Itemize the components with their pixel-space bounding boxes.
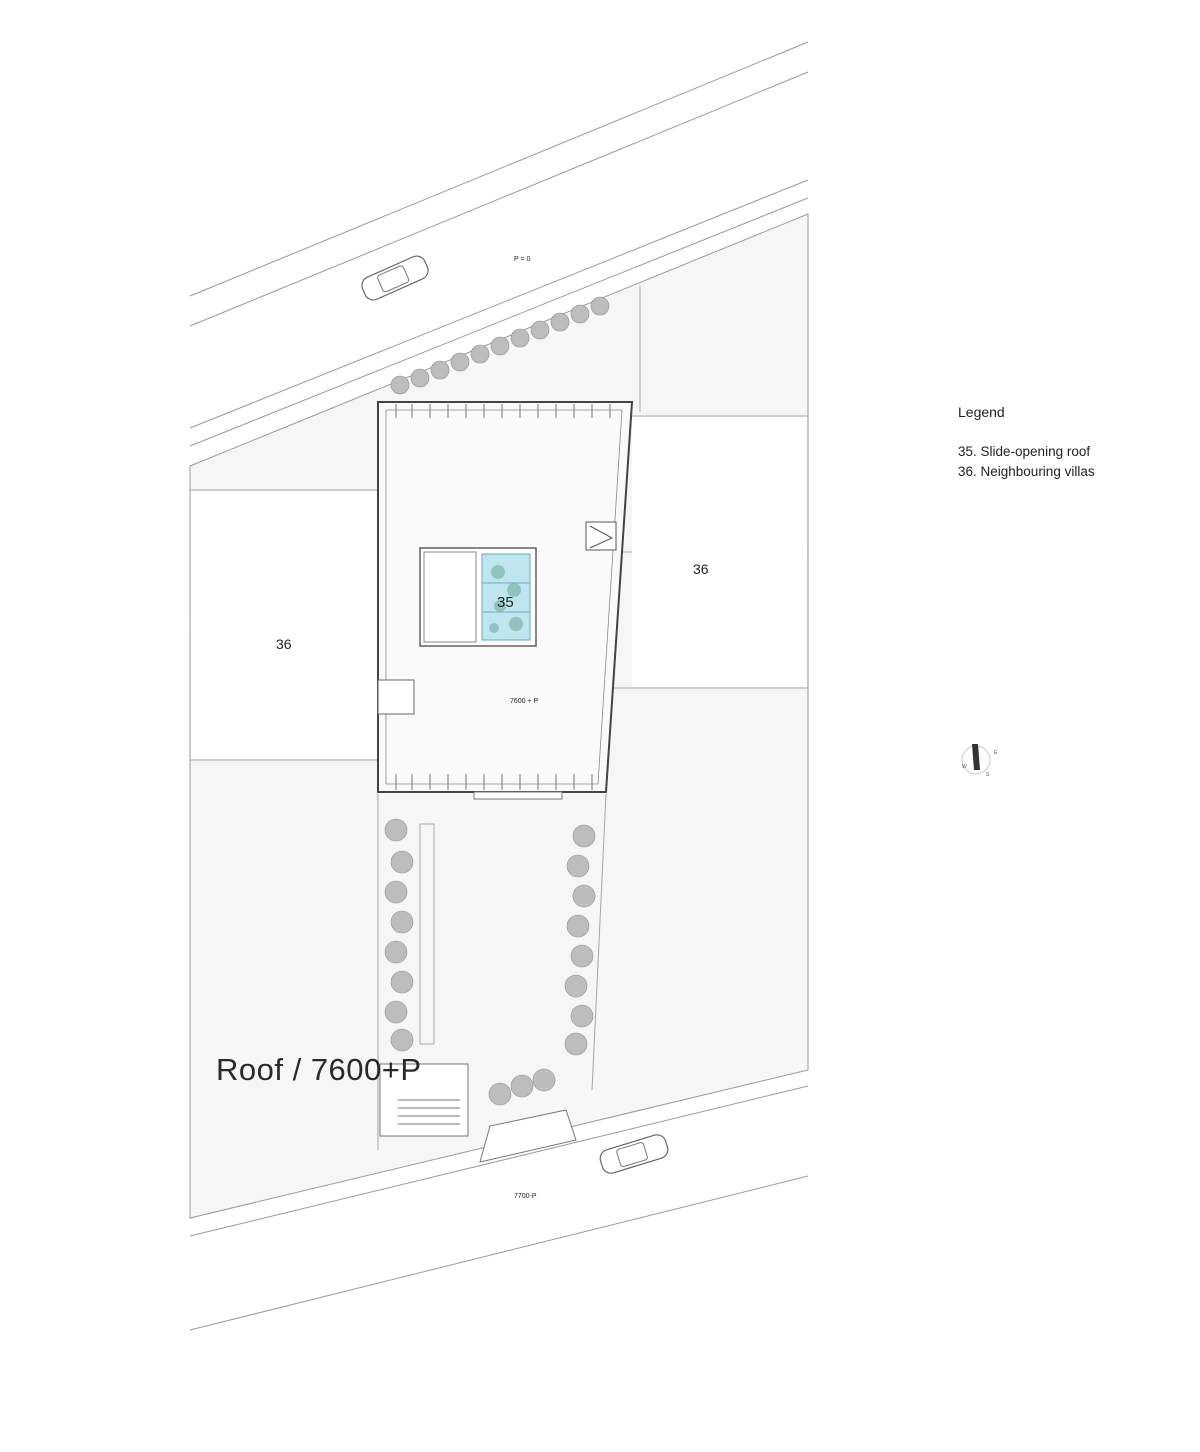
back-garden-trees-bottom — [488, 1068, 556, 1106]
roof-hatch — [377, 679, 415, 715]
north-garden-trees — [390, 296, 610, 395]
north-arrow-icon: W E S — [961, 744, 998, 778]
villa-left-label: 36 — [276, 636, 292, 652]
roof-level-label: 7600 + P — [510, 698, 539, 705]
svg-text:S: S — [986, 772, 990, 778]
legend-item-36: 36. Neighbouring villas — [958, 464, 1095, 479]
street-south-level-label: 7700-P — [514, 1193, 537, 1200]
legend: Legend 35. Slide-opening roof 36. Neighb… — [958, 404, 1095, 482]
svg-text:E: E — [994, 750, 998, 756]
drawing-title: Roof / 7600+P — [216, 1052, 422, 1087]
garden-stairs — [379, 1063, 577, 1163]
svg-text:W: W — [962, 764, 967, 770]
entrance-canopy — [473, 791, 563, 800]
slide-opening-roof-label: 35 — [497, 594, 514, 611]
back-garden-paving — [419, 823, 435, 1045]
slide-opening-roof — [419, 547, 537, 647]
back-garden-trees-left — [384, 818, 414, 1052]
roof-vent — [585, 521, 617, 551]
legend-item-35: 35. Slide-opening roof — [958, 444, 1091, 459]
car-south — [599, 1134, 669, 1174]
legend-title: Legend — [958, 404, 1005, 420]
neighbouring-villa-plots — [191, 417, 807, 759]
roof-parapet-ticks — [395, 404, 611, 790]
street-north-level-label: P = 0 — [514, 256, 531, 263]
back-garden-trees-right — [564, 824, 596, 1056]
villa-right-label: 36 — [693, 561, 709, 577]
car-north — [361, 255, 429, 301]
